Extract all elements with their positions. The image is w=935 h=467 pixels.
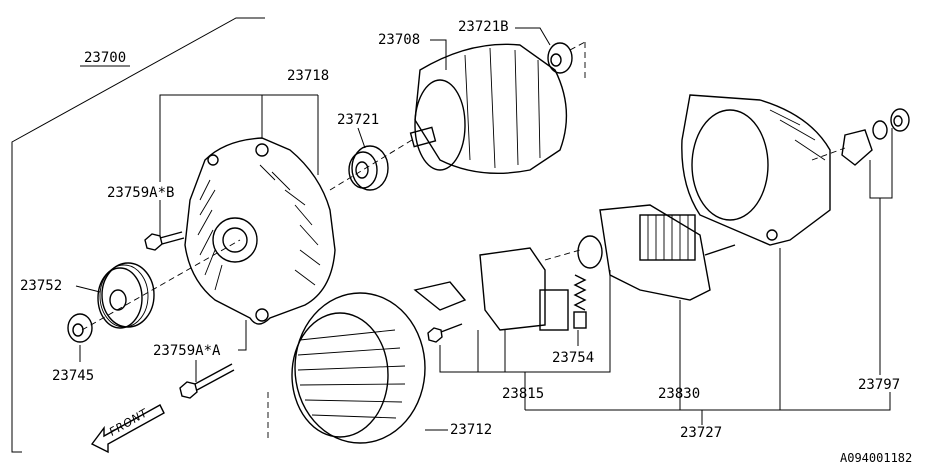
bolt-23759ab [144, 231, 185, 251]
callout-23830: 23830 [658, 386, 700, 402]
callout-23815: 23815 [502, 386, 544, 402]
callout-23754: 23754 [552, 350, 594, 366]
front-direction-arrow: FRONT [90, 404, 165, 454]
callout-23721b: 23721B [458, 19, 509, 35]
callout-23759aa: 23759A*A [153, 343, 221, 359]
bearing-23721b [547, 42, 573, 74]
front-label: FRONT [107, 406, 151, 439]
rotor-23708 [409, 43, 568, 174]
callout-23797: 23797 [858, 377, 900, 393]
callout-23745: 23745 [52, 368, 94, 384]
callout-23700: 23700 [84, 50, 126, 66]
pulley-23752 [97, 262, 155, 329]
brush-holder-23815 [413, 247, 569, 343]
callout-23759ab: 23759A*B [107, 185, 174, 201]
nut-23745 [67, 313, 93, 343]
callout-23708: 23708 [378, 32, 420, 48]
assembly-bracket-23700 [11, 17, 265, 453]
callout-23752: 23752 [20, 278, 62, 294]
reference-code: A094001182 [840, 451, 912, 465]
rectifier-23830 [599, 204, 736, 301]
bolt-23759aa [179, 363, 235, 399]
terminal-parts-23797 [841, 108, 910, 166]
brush-spring-23754 [573, 235, 603, 329]
callout-23712: 23712 [450, 422, 492, 438]
callout-23727: 23727 [680, 425, 722, 441]
rear-housing-23727 [681, 94, 831, 246]
assembly-axes [81, 41, 846, 438]
stator-23712 [291, 292, 426, 444]
leader-lines [75, 27, 893, 431]
callout-23721: 23721 [337, 112, 379, 128]
callout-labels: 23700 23708 23721B 23718 23721 23759A*B … [20, 19, 912, 465]
callout-23718: 23718 [287, 68, 329, 84]
front-bracket-housing [184, 137, 336, 325]
bearing-23721 [348, 145, 389, 191]
